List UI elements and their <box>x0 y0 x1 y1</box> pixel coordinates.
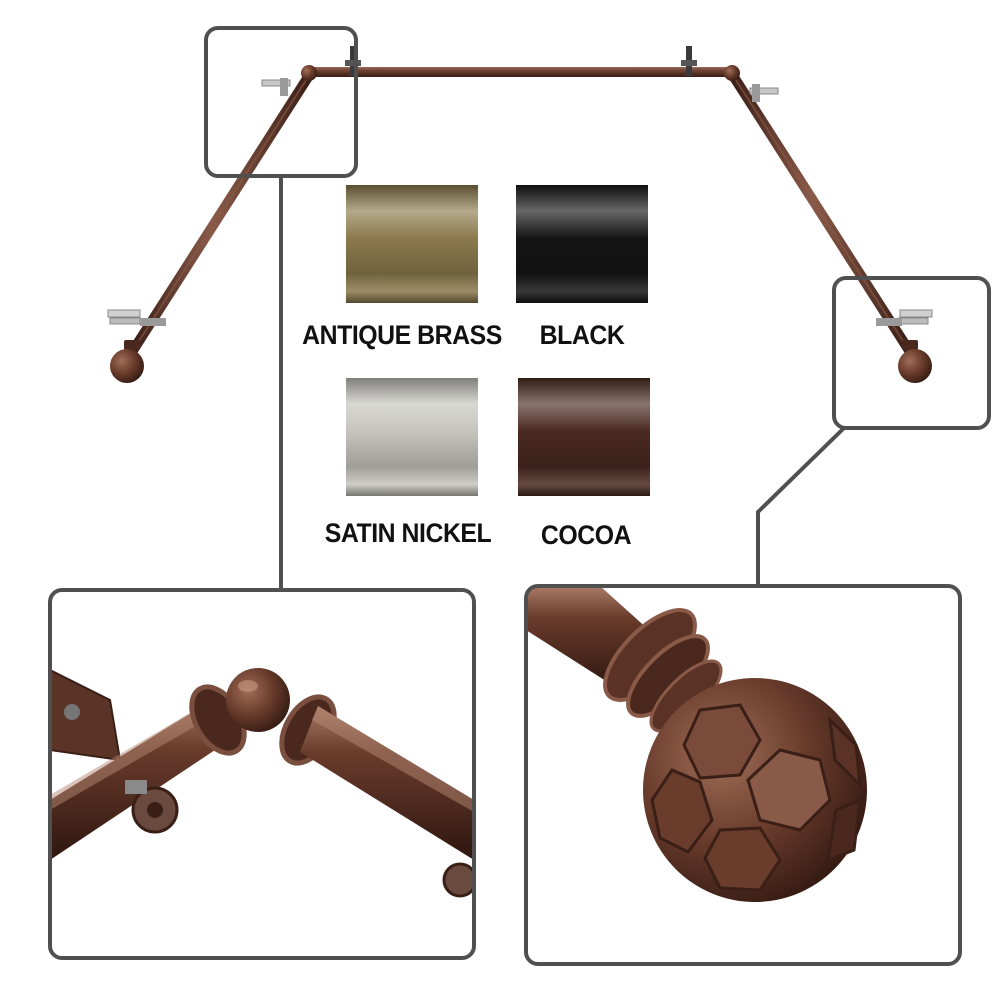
detail-corner-connector <box>48 588 476 960</box>
center-bracket-left <box>345 46 361 76</box>
connector-line-right <box>756 426 846 586</box>
swatch-label-antique-brass: ANTIQUE BRASS <box>302 320 502 350</box>
right-finial <box>898 340 932 383</box>
detail-frame-right <box>524 584 962 966</box>
detail-frame-left <box>48 588 476 960</box>
swatch-satin-nickel <box>346 378 478 496</box>
swatch-label-black: BLACK <box>539 320 625 350</box>
center-rod <box>305 67 735 77</box>
zoom-frame-finial <box>832 276 991 430</box>
left-outer-bracket <box>107 309 166 326</box>
callout-frames <box>204 26 991 590</box>
left-finial <box>110 340 144 383</box>
center-bracket-right <box>681 46 697 76</box>
zoom-frame-corner <box>204 26 358 178</box>
right-outer-bracket <box>876 309 933 326</box>
left-corner-connector <box>301 65 317 81</box>
swatch-label-cocoa: COCOA <box>540 520 632 550</box>
swatch-label-satin-nickel: SATIN NICKEL <box>324 518 492 548</box>
bay-window-curtain-rod <box>107 46 933 383</box>
left-upper-bracket <box>261 78 291 96</box>
right-corner-connector <box>724 65 740 81</box>
swatch-black <box>516 185 648 303</box>
corner-ball-joint <box>226 668 290 732</box>
swatch-antique-brass <box>346 185 478 303</box>
swatch-cocoa <box>518 378 650 496</box>
right-upper-bracket <box>749 84 779 102</box>
detail-finial <box>524 584 962 966</box>
